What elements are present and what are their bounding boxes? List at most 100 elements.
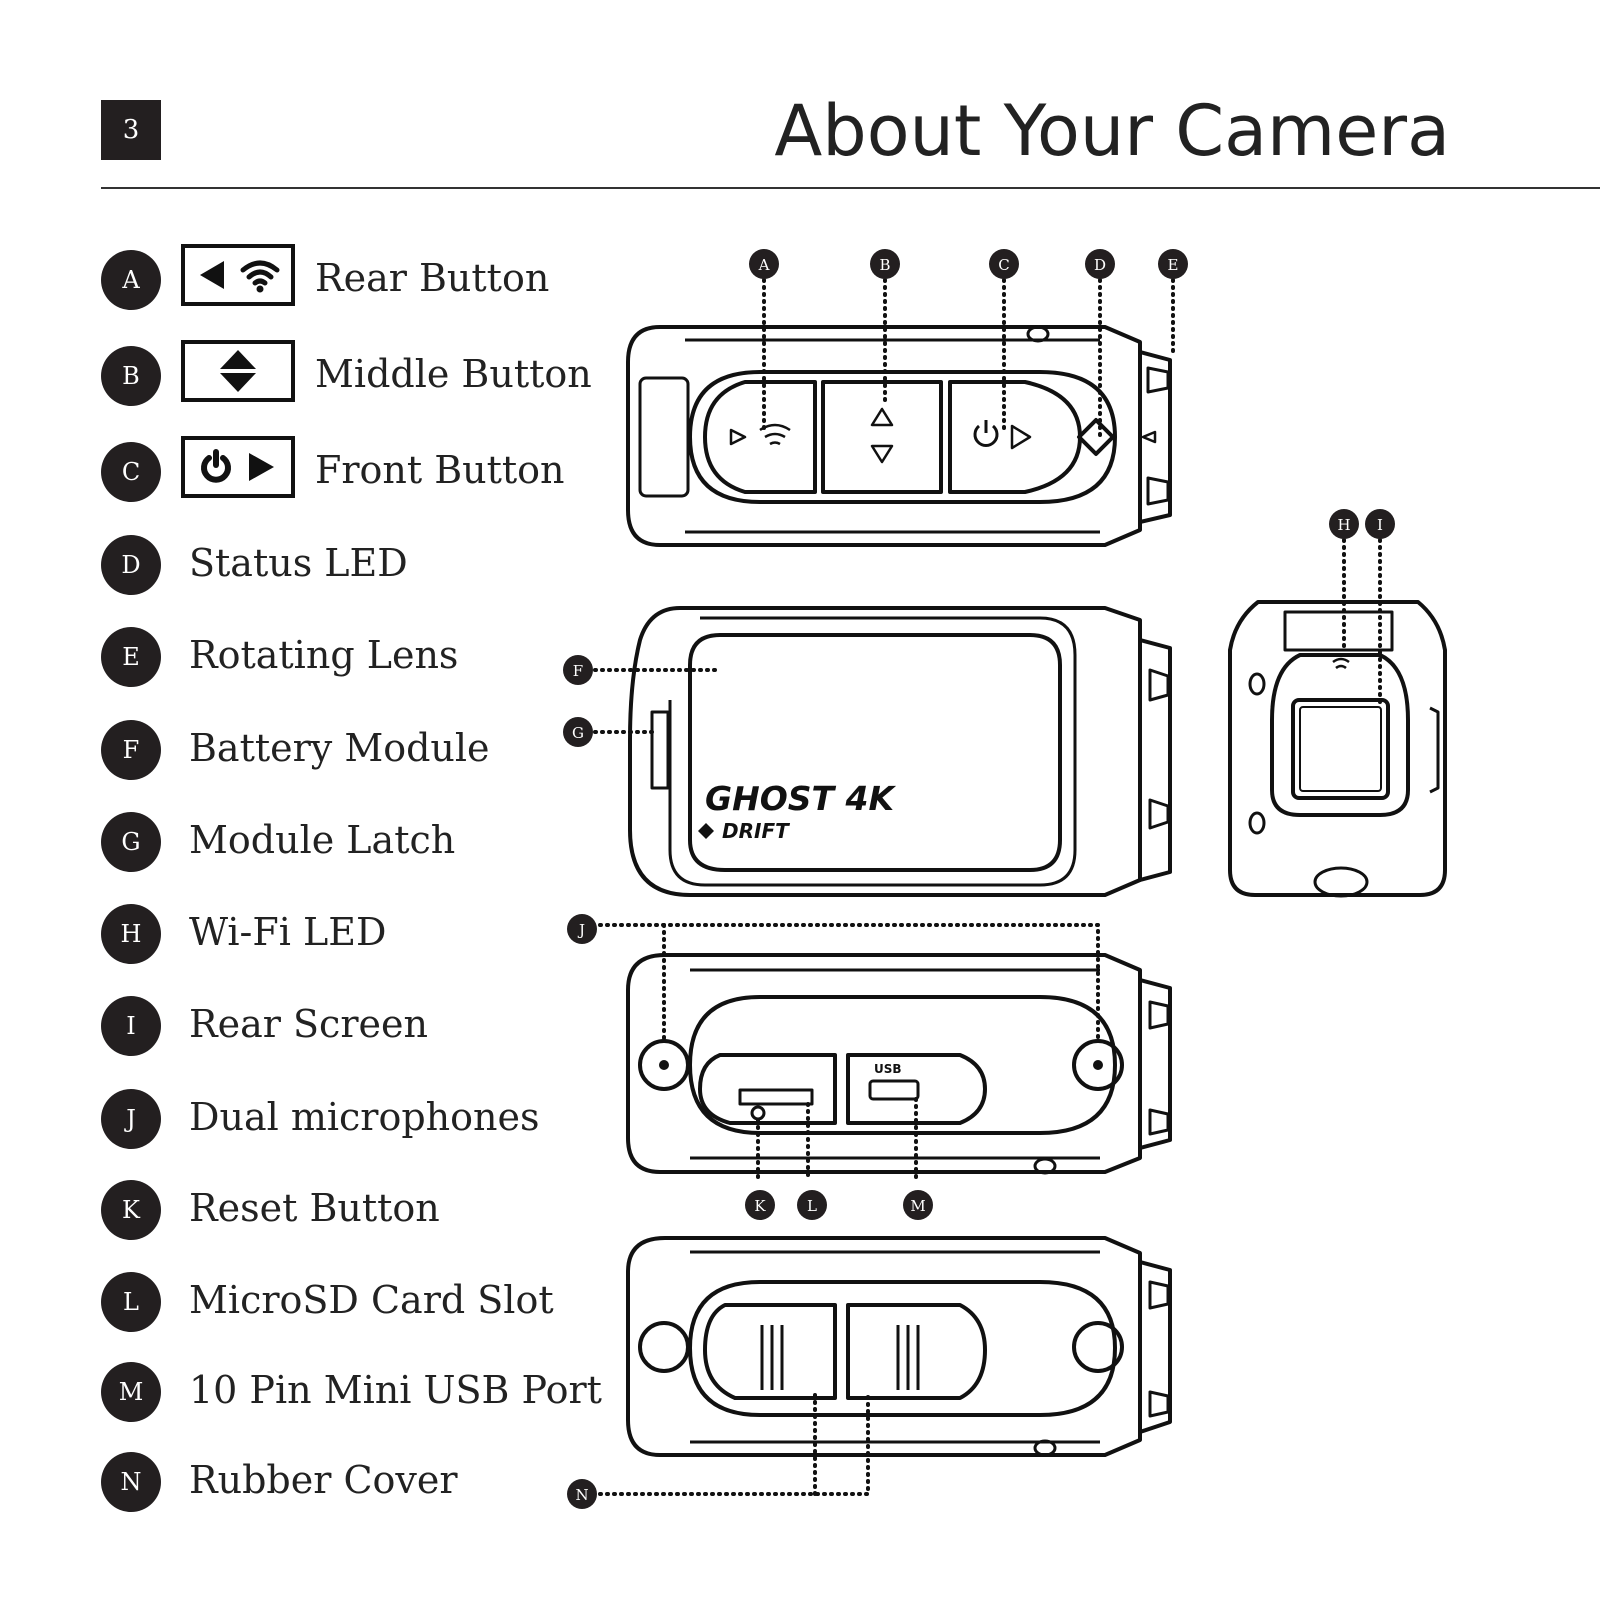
svg-text:I: I (1377, 516, 1383, 534)
leader-lines (593, 278, 1382, 1496)
legend-badge-l: L (101, 1272, 161, 1332)
legend-item-n: N Rubber Cover (101, 1452, 621, 1512)
legend-label-c: Front Button (315, 448, 565, 492)
camera-top-view (626, 325, 1172, 547)
legend-label-k: Reset Button (189, 1186, 440, 1230)
legend-item-f: F Battery Module (101, 720, 621, 780)
legend-item-d: D Status LED (101, 535, 621, 595)
legend-badge-j: J (101, 1089, 161, 1149)
legend-item-j: J Dual microphones (101, 1089, 621, 1149)
brand-logo-icon (698, 823, 714, 839)
usb-port-shape (868, 1079, 920, 1101)
legend-badge-n: N (101, 1452, 161, 1512)
legend-label-b: Middle Button (315, 352, 592, 396)
diagram-callouts: A B C D E F G H I J K L M N (563, 249, 1395, 1509)
callout-l: L (797, 1190, 827, 1220)
legend-item-a: A Rear Button (101, 244, 621, 310)
brand-model-text: GHOST 4K (705, 779, 896, 818)
rubber-cover-right-shape (846, 1303, 987, 1400)
legend-item-l: L MicroSD Card Slot (101, 1272, 621, 1332)
svg-text:E: E (1168, 256, 1179, 274)
legend-item-k: K Reset Button (101, 1180, 621, 1240)
rubber-cover-left-shape (703, 1303, 837, 1400)
camera-rear-view (1228, 600, 1447, 898)
camera-side-view (628, 606, 1172, 897)
reset-button-shape (750, 1105, 766, 1121)
parts-legend: A Rear Button B Middle Button C (0, 0, 602, 1600)
svg-text:A: A (758, 256, 770, 274)
module-latch-shape (650, 710, 670, 790)
legend-label-l: MicroSD Card Slot (189, 1278, 554, 1322)
legend-item-b: B Middle Button (101, 340, 621, 406)
status-led-shape (1077, 418, 1115, 456)
legend-label-a: Rear Button (315, 256, 550, 300)
legend-item-g: G Module Latch (101, 812, 621, 872)
legend-badge-d: D (101, 535, 161, 595)
legend-badge-i: I (101, 996, 161, 1056)
rear-button-icon (181, 244, 295, 306)
legend-label-g: Module Latch (189, 818, 456, 862)
right-arrow-icon (249, 453, 274, 481)
legend-label-n: Rubber Cover (189, 1458, 458, 1502)
svg-text:B: B (879, 256, 890, 274)
legend-item-c: C Front Button (101, 436, 621, 502)
brand-name-text: DRIFT (722, 819, 790, 843)
legend-badge-a: A (101, 250, 161, 310)
legend-badge-k: K (101, 1180, 161, 1240)
callout-i: I (1365, 509, 1395, 539)
svg-text:L: L (807, 1197, 817, 1215)
legend-item-h: H Wi-Fi LED (101, 904, 621, 964)
svg-text:N: N (575, 1486, 588, 1504)
legend-badge-c: C (101, 442, 161, 502)
wifi-led-shape (1332, 657, 1350, 670)
up-down-arrow-icon (220, 350, 256, 392)
legend-label-h: Wi-Fi LED (189, 910, 387, 954)
middle-button-shape (821, 380, 943, 494)
legend-item-m: M 10 Pin Mini USB Port (101, 1362, 621, 1422)
legend-badge-g: G (101, 812, 161, 872)
svg-text:G: G (572, 724, 584, 742)
callout-c: C (989, 249, 1019, 279)
callout-d: D (1085, 249, 1115, 279)
legend-label-m: 10 Pin Mini USB Port (189, 1368, 602, 1412)
page-title: About Your Camera (774, 90, 1450, 172)
microphone-right-shape (1072, 1039, 1124, 1091)
legend-label-d: Status LED (189, 541, 408, 585)
wifi-icon (240, 260, 280, 293)
svg-text:F: F (573, 662, 583, 680)
callout-h: H (1329, 509, 1359, 539)
legend-label-f: Battery Module (189, 726, 490, 770)
camera-covered-view (626, 1236, 1172, 1457)
page-number: 3 (101, 100, 161, 160)
callout-e: E (1158, 249, 1188, 279)
microphone-left-shape (638, 1039, 690, 1091)
svg-text:K: K (754, 1197, 766, 1215)
callout-k: K (745, 1190, 775, 1220)
front-button-shape (948, 380, 1082, 494)
rear-button-shape (703, 380, 817, 494)
svg-text:H: H (1337, 516, 1350, 534)
callout-b: B (870, 249, 900, 279)
legend-badge-b: B (101, 346, 161, 406)
svg-text:J: J (577, 921, 585, 939)
legend-label-i: Rear Screen (189, 1002, 428, 1046)
header-divider (101, 187, 1600, 189)
legend-item-e: E Rotating Lens (101, 627, 621, 687)
rear-screen-shape (1299, 706, 1382, 792)
usb-port-label: USB (874, 1062, 902, 1076)
front-button-icon (181, 436, 295, 498)
callout-m: M (903, 1190, 933, 1220)
svg-text:D: D (1094, 256, 1106, 274)
middle-button-icon (181, 340, 295, 402)
legend-badge-h: H (101, 904, 161, 964)
legend-badge-f: F (101, 720, 161, 780)
power-icon (201, 449, 231, 483)
legend-item-i: I Rear Screen (101, 996, 621, 1056)
left-arrow-icon (200, 261, 224, 289)
svg-text:C: C (998, 256, 1009, 274)
microsd-slot-shape (738, 1088, 814, 1106)
legend-label-e: Rotating Lens (189, 633, 459, 677)
legend-label-j: Dual microphones (189, 1095, 540, 1139)
svg-text:M: M (910, 1197, 925, 1215)
callout-a: A (749, 249, 779, 279)
